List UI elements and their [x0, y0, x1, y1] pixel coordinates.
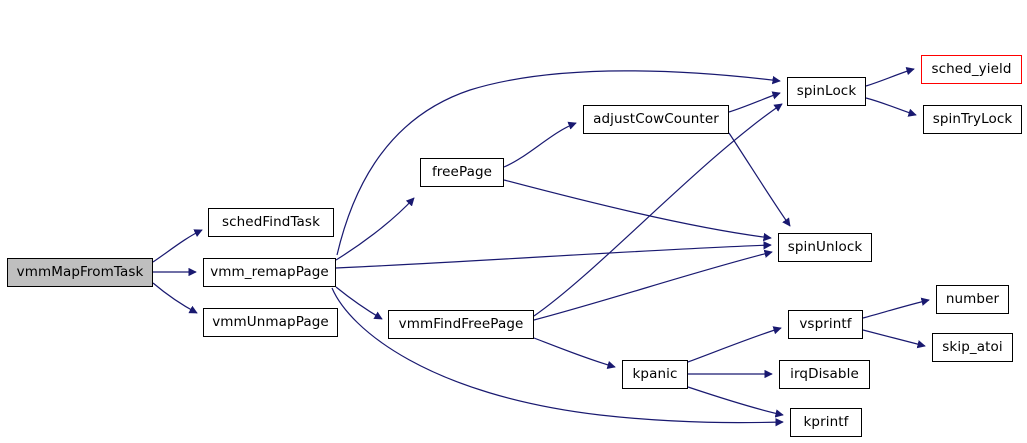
node-spinTryLock[interactable]: spinTryLock [923, 105, 1022, 134]
node-label: schedFindTask [222, 213, 320, 230]
edge-vmmMapFromTask-to-schedFindTask [152, 229, 203, 263]
node-kpanic[interactable]: kpanic [622, 360, 688, 389]
edge-vmmFindFreePage-to-spinUnlock [533, 249, 773, 321]
edge-spinLock-to-sched_yield [865, 67, 915, 87]
node-label: spinLock [796, 82, 857, 99]
edge-freePage-to-adjustCowCounter [503, 121, 577, 168]
node-label: freePage [431, 163, 493, 180]
node-label: vmmFindFreePage [398, 315, 524, 332]
node-skip_atoi[interactable]: skip_atoi [932, 333, 1013, 362]
node-label: vmmUnmapPage [212, 313, 329, 330]
edge-freePage-to-spinUnlock [503, 179, 772, 242]
node-label: vmmMapFromTask [16, 263, 144, 280]
node-spinUnlock[interactable]: spinUnlock [778, 233, 872, 262]
edge-vmm_remapPage-to-spinLock [336, 70, 781, 256]
edge-kpanic-to-vsprintf [687, 326, 782, 363]
node-label: skip_atoi [942, 338, 1003, 355]
node-freePage[interactable]: freePage [420, 158, 504, 187]
node-adjustCowCounter[interactable]: adjustCowCounter [583, 105, 729, 134]
node-vmmMapFromTask[interactable]: vmmMapFromTask [7, 258, 153, 287]
edge-adjustCowCounter-to-spinUnlock [728, 132, 791, 227]
node-sched_yield[interactable]: sched_yield [921, 55, 1022, 84]
edge-vmmFindFreePage-to-kpanic [533, 337, 616, 370]
node-number[interactable]: number [936, 285, 1009, 314]
edge-vmm_remapPage-to-freePage [335, 197, 415, 261]
edge-vmm_remapPage-to-kprintf [331, 287, 784, 427]
edge-vmm_remapPage-to-vmmFindFreePage [335, 286, 383, 320]
node-vmmUnmapPage[interactable]: vmmUnmapPage [203, 308, 338, 337]
edge-spinLock-to-spinTryLock [865, 97, 917, 117]
edge-vmmMapFromTask-to-vmmUnmapPage [152, 282, 198, 314]
edge-adjustCowCounter-to-spinLock [728, 91, 781, 113]
edge-vmm_remapPage-to-spinUnlock [335, 241, 772, 269]
node-spinLock[interactable]: spinLock [787, 77, 866, 106]
node-vmm_remapPage[interactable]: vmm_remapPage [203, 258, 336, 287]
edge-kpanic-to-kprintf [687, 386, 784, 418]
node-kprintf[interactable]: kprintf [790, 408, 862, 437]
node-label: vmm_remapPage [210, 263, 329, 280]
edge-vsprintf-to-skip_atoi [862, 329, 926, 349]
node-schedFindTask[interactable]: schedFindTask [208, 208, 334, 237]
node-vsprintf[interactable]: vsprintf [788, 310, 863, 339]
node-irqDisable[interactable]: irqDisable [779, 360, 870, 389]
node-label: vsprintf [799, 315, 852, 332]
node-vmmFindFreePage[interactable]: vmmFindFreePage [388, 310, 534, 339]
node-label: spinTryLock [932, 110, 1013, 127]
edge-vsprintf-to-number [862, 297, 930, 319]
node-label: kpanic [632, 365, 678, 382]
node-label: irqDisable [790, 365, 859, 382]
node-label: spinUnlock [787, 238, 863, 255]
node-label: adjustCowCounter [593, 110, 719, 127]
node-label: number [945, 290, 1000, 307]
edge-vmmFindFreePage-to-spinLock [533, 103, 783, 317]
node-label: sched_yield [931, 60, 1012, 77]
node-label: kprintf [803, 413, 849, 430]
